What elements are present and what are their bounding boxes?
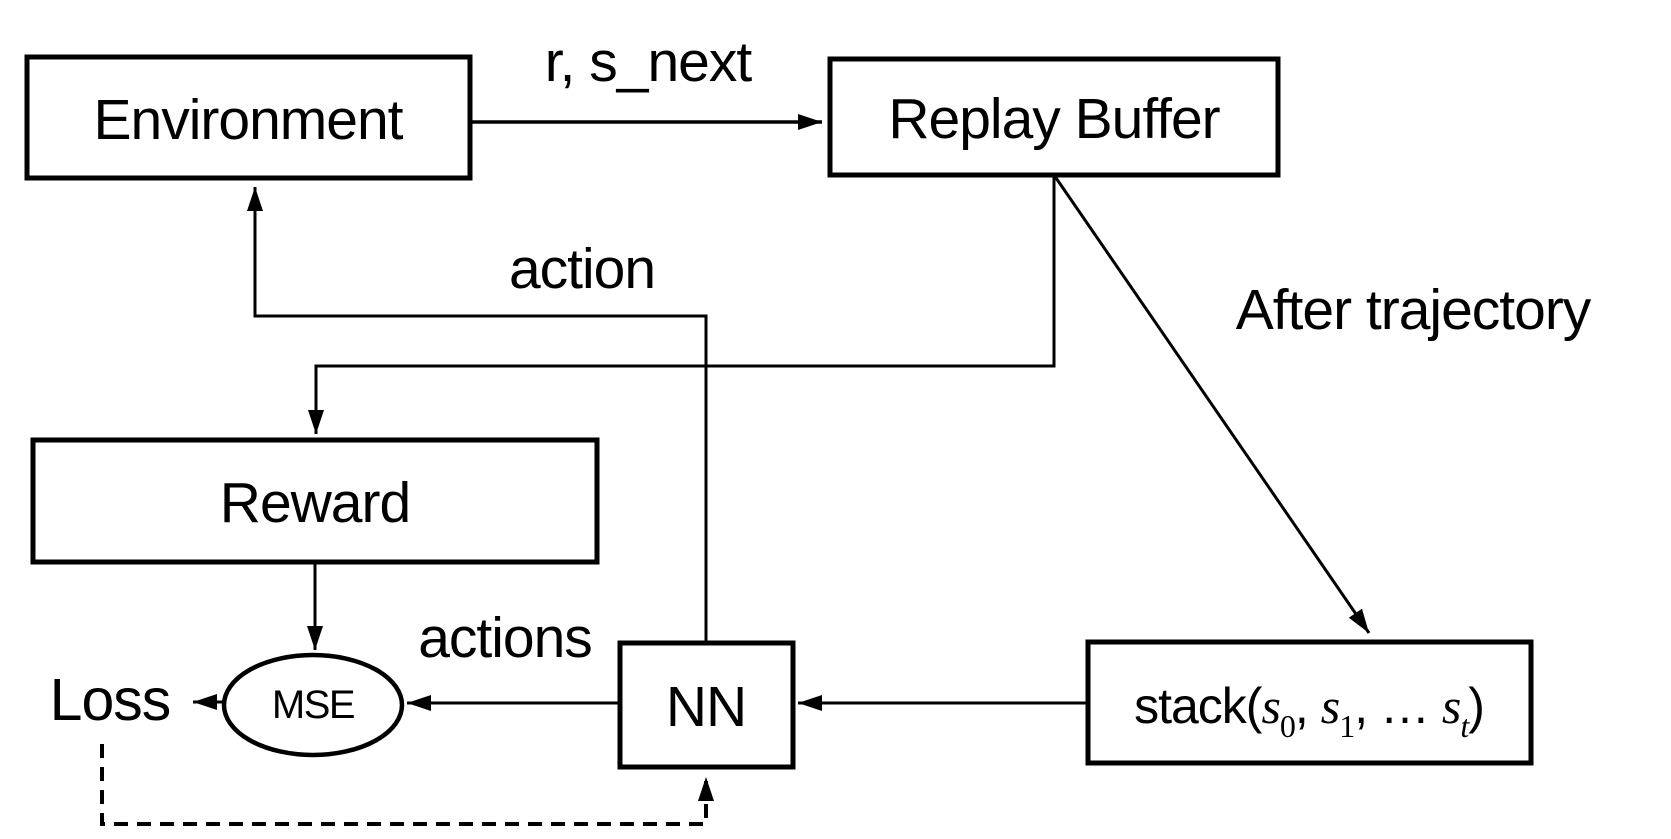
reward-box <box>30 437 600 565</box>
environment-box <box>24 54 473 181</box>
stack-label-func: stack( <box>1134 678 1263 734</box>
stack-label-close: ) <box>1468 678 1484 734</box>
stack-label-st-sub: t <box>1460 708 1470 744</box>
mse-ellipse <box>221 652 405 758</box>
stack-label-s1: s <box>1321 678 1339 734</box>
nn-box <box>617 640 796 770</box>
edge-label-r-s-next: r, s_next <box>545 30 753 94</box>
edge-replay-buffer-to-stack <box>1052 174 1371 634</box>
mse-label: MSE <box>272 683 354 727</box>
edge-loss-to-nn-dashed <box>100 744 714 826</box>
stack-label-sep1: , <box>1295 678 1321 734</box>
edge-nn-to-environment-action <box>247 187 708 643</box>
replay-buffer-box <box>827 56 1281 178</box>
edge-label-actions: actions <box>418 606 592 670</box>
reward-label: Reward <box>220 471 410 535</box>
stack-box <box>1085 639 1534 766</box>
nn-label: NN <box>666 675 746 739</box>
stack-label: stack(s0, s1, … st) <box>1134 678 1484 744</box>
stack-label-s0: s <box>1261 678 1279 734</box>
stack-label-s1-sub: 1 <box>1339 708 1354 744</box>
stack-label-st: s <box>1442 678 1460 734</box>
stack-label-sep2: , … <box>1354 678 1442 734</box>
stack-label-s0-sub: 0 <box>1280 708 1295 744</box>
edge-label-after-trajectory: After trajectory <box>1236 278 1592 342</box>
loss-label: Loss <box>50 667 171 733</box>
replay-buffer-label: Replay Buffer <box>888 87 1220 151</box>
edge-replay-buffer-to-reward <box>308 175 1056 434</box>
edge-label-action: action <box>509 237 655 301</box>
environment-label: Environment <box>94 88 404 152</box>
